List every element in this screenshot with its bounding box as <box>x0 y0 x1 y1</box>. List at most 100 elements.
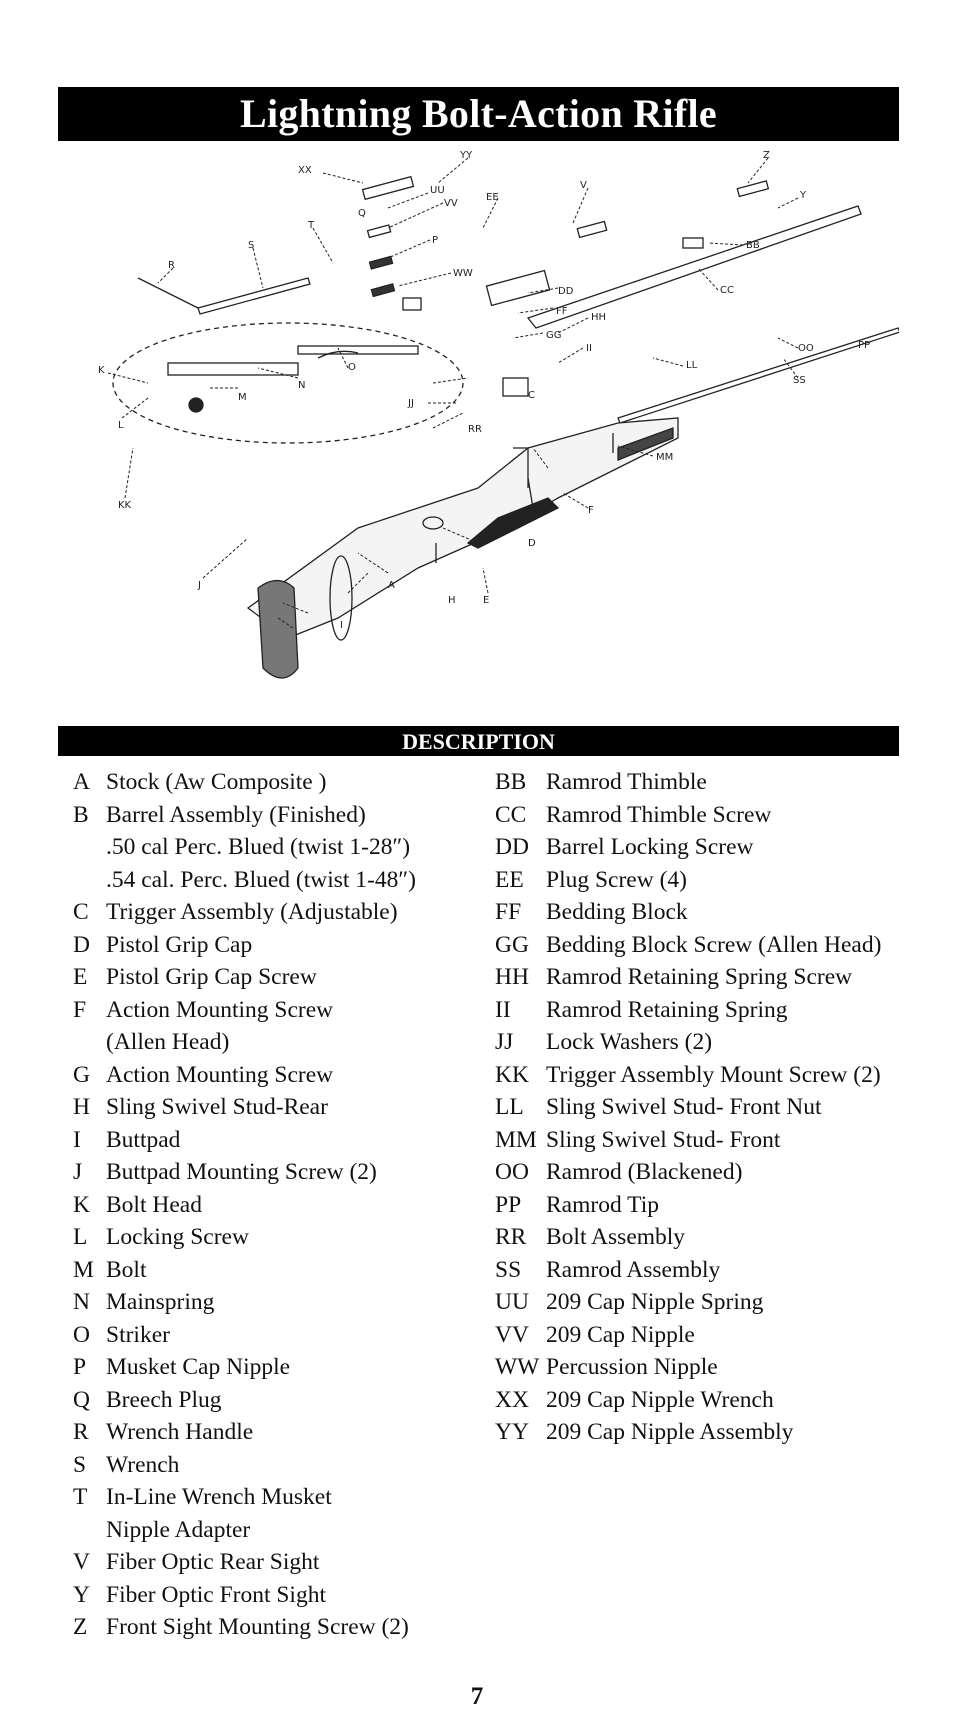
part-row: EE Plug Screw (4) <box>495 864 915 897</box>
part-code: SS <box>495 1256 522 1283</box>
part-name: Bedding Block Screw (Allen Head) <box>546 931 882 958</box>
part-row: .50 cal Perc. Blued (twist 1-28″) <box>73 831 473 864</box>
part-name: Striker <box>106 1321 170 1348</box>
callout-jj: JJ <box>407 398 414 409</box>
callout-n: N <box>298 380 305 391</box>
part-code: CC <box>495 801 527 828</box>
part-code: HH <box>495 964 529 990</box>
part-name: Trigger Assembly (Adjustable) <box>106 899 398 925</box>
callout-bb: BB <box>746 240 760 251</box>
part-name: Trigger Assembly Mount Screw (2) <box>546 1061 881 1088</box>
part-name: Barrel Assembly (Finished) <box>106 801 366 828</box>
part-name: Buttpad Mounting Screw (2) <box>106 1159 377 1185</box>
part-code: K <box>73 1191 90 1218</box>
part-row: L Locking Screw <box>73 1221 473 1254</box>
part-name: Bedding Block <box>546 899 688 925</box>
part-code: OO <box>495 1159 529 1185</box>
part-code <box>73 1026 106 1059</box>
callout-d: D <box>528 538 536 549</box>
part-name: 209 Cap Nipple Wrench <box>546 1386 774 1413</box>
callout-p: P <box>432 235 438 246</box>
part-row: J Buttpad Mounting Screw (2) <box>73 1156 473 1189</box>
part-name: Plug Screw (4) <box>546 866 687 893</box>
part-code: BB <box>495 769 527 795</box>
part-code: L <box>73 1224 88 1250</box>
part-name: Action Mounting Screw <box>106 996 334 1023</box>
part-name: 209 Cap Nipple Spring <box>546 1289 764 1315</box>
part-code: FF <box>495 899 522 925</box>
part-code: R <box>73 1419 89 1445</box>
callout-r: R <box>168 260 175 271</box>
part-row: CC Ramrod Thimble Screw <box>495 799 915 832</box>
callout-e: E <box>483 595 489 606</box>
part-name: Pistol Grip Cap Screw <box>106 964 317 990</box>
callout-kk: KK <box>118 500 132 511</box>
callout-ff: FF <box>556 306 568 317</box>
part-code: JJ <box>495 1029 514 1055</box>
callout-h: H <box>448 595 456 606</box>
callout-oo: OO <box>798 343 814 354</box>
part-code: DD <box>495 834 529 860</box>
callout-j: J <box>197 580 201 591</box>
callout-y: Y <box>799 190 807 201</box>
part-name: 209 Cap Nipple Assembly <box>546 1419 794 1445</box>
ramrod-drawing <box>617 327 899 424</box>
page-number: 7 <box>470 1683 484 1710</box>
part-row: T In-Line Wrench Musket <box>73 1481 473 1514</box>
part-code: N <box>73 1289 90 1315</box>
part-name: Ramrod Retaining Spring <box>546 996 788 1023</box>
part-row: F Action Mounting Screw <box>73 994 473 1027</box>
part-code <box>73 1514 106 1547</box>
part-name: (Allen Head) <box>106 1029 230 1055</box>
part-code: V <box>73 1549 90 1575</box>
part-row: GG Bedding Block Screw (Allen Head) <box>495 929 915 962</box>
callout-gg: GG <box>546 330 562 341</box>
part-name: .50 cal Perc. Blued (twist 1-28″) <box>106 834 411 860</box>
part-code: Y <box>73 1581 90 1608</box>
part-name: Percussion Nipple <box>546 1354 718 1380</box>
part-row: N Mainspring <box>73 1286 473 1319</box>
part-code: B <box>73 801 89 828</box>
callout-uu: UU <box>430 185 445 196</box>
part-code: G <box>73 1061 90 1088</box>
callout-o: O <box>348 362 356 373</box>
part-name: In-Line Wrench Musket <box>106 1484 332 1510</box>
part-code: EE <box>495 866 524 893</box>
callout-cc: CC <box>720 285 734 296</box>
part-name: Locking Screw <box>106 1224 249 1250</box>
part-code: M <box>73 1256 94 1283</box>
part-row: Nipple Adapter <box>73 1514 473 1547</box>
part-code: GG <box>495 931 529 958</box>
part-code: F <box>73 996 87 1023</box>
part-code: T <box>73 1484 88 1510</box>
part-name: Front Sight Mounting Screw (2) <box>106 1614 409 1640</box>
part-row: K Bolt Head <box>73 1189 473 1222</box>
part-name: Mainspring <box>106 1289 215 1315</box>
part-name: Bolt Head <box>106 1191 202 1218</box>
part-name: Ramrod (Blackened) <box>546 1159 743 1185</box>
part-code: KK <box>495 1061 529 1088</box>
part-name: Pistol Grip Cap <box>106 931 253 958</box>
part-code: A <box>73 769 90 795</box>
part-row: (Allen Head) <box>73 1026 473 1059</box>
callout-xx: XX <box>298 165 312 176</box>
part-code: S <box>73 1451 87 1478</box>
part-code: J <box>73 1159 83 1185</box>
callout-m: M <box>238 392 247 403</box>
part-name: Ramrod Tip <box>546 1191 659 1218</box>
part-name: Ramrod Thimble Screw <box>546 801 772 828</box>
part-code: P <box>73 1354 87 1380</box>
